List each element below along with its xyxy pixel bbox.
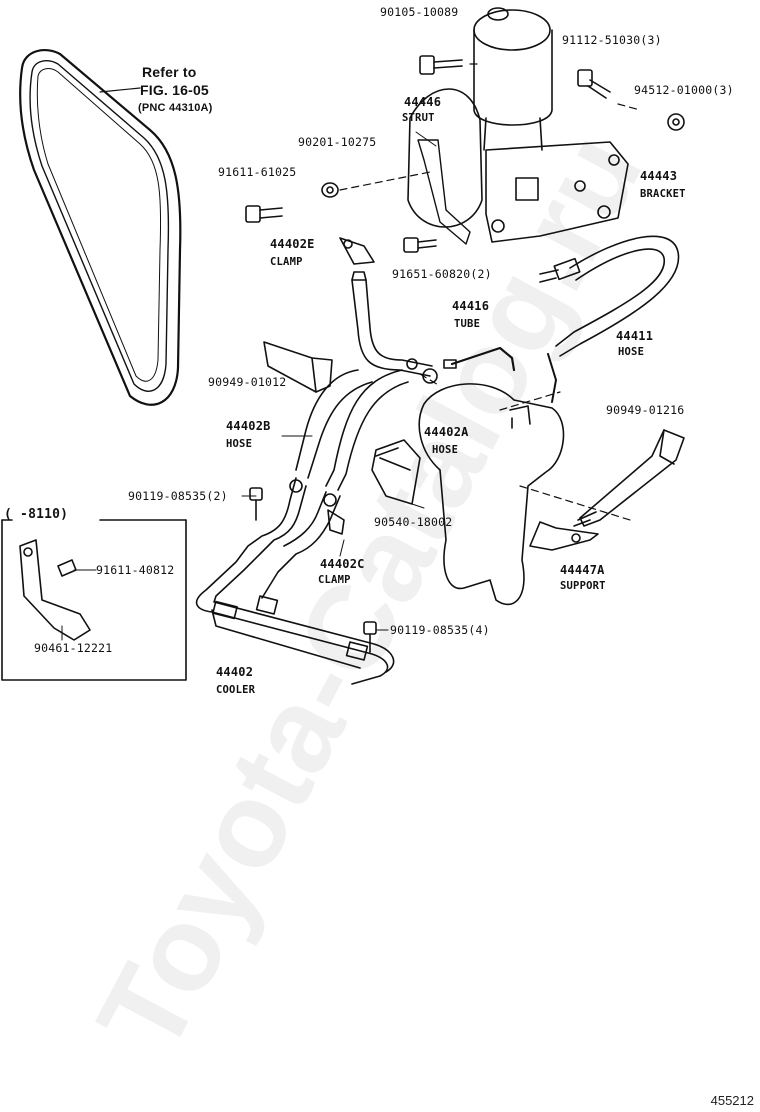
clamp-90540-drawing [375,447,399,457]
solid-leaders [61,435,425,641]
label-44416[interactable]: 44416 [452,299,490,313]
bolt-90119-4-drawing [363,621,377,653]
label-90119-08535-4[interactable]: 90119-08535(4) [390,623,490,637]
hose-44402b-drawing [295,271,438,491]
cooler-44402-drawing [195,477,395,685]
reservoir-tank-drawing [473,7,553,151]
label-44402B[interactable]: 44402B [226,419,271,433]
label-90540-18002[interactable]: 90540-18002 [374,515,453,529]
bracket-90949-01216-drawing [573,429,685,527]
label-44402E-name: CLAMP [270,256,303,268]
bolt-91651-drawing [403,237,437,253]
reference-line-2: FIG. 16-05 [140,82,209,98]
nut-94512-drawing [667,113,685,131]
label-90949-01216[interactable]: 90949-01216 [606,403,685,417]
dashed-leaders [339,63,641,521]
tube-44416-drawing [443,346,516,372]
bracket-drawing [485,141,629,243]
clamp-44402e-drawing [339,237,375,265]
label-44402E[interactable]: 44402E [270,237,315,251]
bolt-91112-drawing [577,69,611,99]
bolt-90105-drawing [419,55,463,75]
reference-line-3: (PNC 44310A) [138,102,213,114]
label-44411-name: HOSE [618,346,645,358]
label-90949-01012[interactable]: 90949-01012 [208,375,287,389]
label-44447A[interactable]: 44447A [560,563,605,577]
figure-number: 455212 [710,1093,754,1108]
pump-body-drawing [407,88,483,245]
reference-line-1: Refer to [142,64,197,80]
label-90105-10089[interactable]: 90105-10089 [380,5,459,19]
steering-gear-housing-drawing [418,383,565,606]
label-90461-12221[interactable]: 90461-12221 [34,641,113,655]
inset-bracket-90461-drawing [19,539,91,641]
label-44443-name: BRACKET [640,188,686,200]
label-44402B-name: HOSE [226,438,253,450]
inset-box [1,519,187,681]
label-44402A-name: HOSE [432,444,459,456]
clamp-44402c-drawing [327,509,345,535]
label-91611-40812[interactable]: 91611-40812 [96,563,175,577]
label-90201-10275[interactable]: 90201-10275 [298,135,377,149]
label-44446-name: STRUT [402,112,435,124]
label-44411[interactable]: 44411 [616,329,654,343]
label-44443[interactable]: 44443 [640,169,678,183]
drive-belt-drawing [19,49,182,406]
label-44447A-name: SUPPORT [560,580,606,592]
support-44447a-drawing [529,521,599,551]
label-91611-61025[interactable]: 91611-61025 [218,165,297,179]
label-91112-51030[interactable]: 91112-51030(3) [562,33,662,47]
label-91651-60820[interactable]: 91651-60820(2) [392,267,492,281]
strut-leader [415,131,437,147]
hose-44411-drawing [539,235,680,403]
inset-heading: ( -8110) [4,507,69,522]
label-90119-08535-2[interactable]: 90119-08535(2) [128,489,228,503]
label-44402-name: COOLER [216,684,256,696]
bolt-91611-61025-drawing [245,205,283,223]
label-44402C[interactable]: 44402C [320,557,365,571]
label-44402C-name: CLAMP [318,574,351,586]
washer-90201-drawing [321,182,339,198]
label-94512-01000[interactable]: 94512-01000(3) [634,83,734,97]
label-44402A[interactable]: 44402A [424,425,469,439]
label-44402[interactable]: 44402 [216,665,254,679]
reference-leader-line [99,87,141,93]
label-44416-name: TUBE [454,318,481,330]
bracket-90949-01012-drawing [263,341,333,393]
bolt-90119-2-drawing [249,487,263,521]
hose-44402a-drawing [371,439,421,505]
label-44446[interactable]: 44446 [404,95,442,109]
